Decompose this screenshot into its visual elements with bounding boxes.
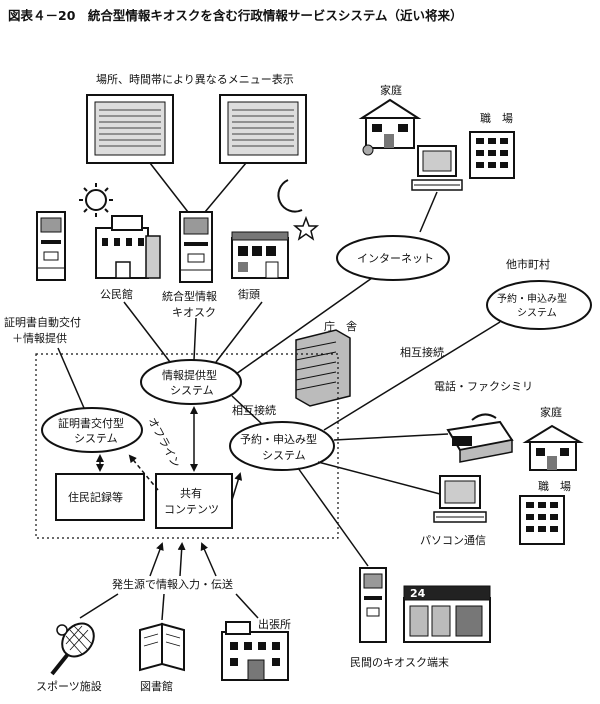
- resident-records-box: [55, 473, 145, 521]
- home-top-label: 家庭: [380, 83, 402, 97]
- figure-title: 図表４－20 統合型情報キオスクを含む行政情報サービスシステム（近い将来）: [8, 8, 463, 23]
- offline-label-group: オフライン: [145, 415, 182, 470]
- integrated-kiosk-label-1: 統合型情報: [162, 289, 217, 303]
- street-shop-icon: [231, 231, 289, 279]
- menu-screen-right-icon: [219, 94, 307, 164]
- work-right-label: 職 場: [538, 480, 571, 493]
- branch-label: 出張所: [258, 617, 291, 631]
- remote-reservation-node: [486, 280, 592, 330]
- home-right-label: 家庭: [540, 405, 562, 419]
- cert-system-label-1: 証明書交付型: [58, 416, 124, 430]
- menu-display-label: 場所、時間帯により異なるメニュー表示: [96, 72, 294, 86]
- certificate-kiosk-icon: [36, 211, 66, 281]
- pc-right-icon: [433, 475, 487, 523]
- certificate-label-2: ＋情報提供: [12, 331, 67, 345]
- sun-icon: [79, 183, 113, 217]
- pc-top-icon: [411, 145, 463, 191]
- book-icon: [139, 622, 185, 672]
- house-right-icon: [522, 424, 584, 471]
- reservation-system-label-1: 予約・申込み型: [240, 432, 317, 446]
- cert-system-node: [41, 407, 143, 453]
- remote-reservation-label-1: 予約・申込み型: [497, 292, 567, 305]
- work-top-label: 職 場: [480, 112, 513, 125]
- pc-comm-label: パソコン通信: [420, 534, 486, 547]
- office-right-icon: [519, 495, 565, 545]
- integrated-kiosk-label-2: キオスク: [172, 306, 216, 319]
- city-hall-boundary: [35, 353, 339, 539]
- moon-icon: [277, 179, 303, 213]
- remote-reservation-label-2: システム: [517, 307, 557, 319]
- reservation-system-node: [229, 421, 335, 471]
- city-hall-building-icon: [295, 329, 351, 407]
- mutual-connection-mid-label: 相互接続: [232, 403, 276, 417]
- menu-screen-left-icon: [86, 94, 174, 164]
- internet-node: [336, 235, 450, 281]
- community-center-icon: [95, 215, 161, 279]
- mutual-connection-top-label: 相互接続: [400, 345, 444, 359]
- private-kiosk-icon: [359, 567, 387, 643]
- info-system-label-2: システム: [170, 384, 214, 397]
- offline-label: オフライン: [145, 415, 182, 470]
- private-kiosk-label: 民間のキオスク端末: [350, 655, 449, 669]
- reservation-system-label-2: システム: [262, 449, 306, 462]
- shared-contents-box: [155, 473, 233, 529]
- info-system-node: [140, 359, 242, 405]
- resident-records-label: 住民記録等: [68, 490, 123, 504]
- shared-contents-label-2: コンテンツ: [164, 503, 219, 516]
- internet-label: インターネット: [357, 252, 434, 265]
- tennis-racket-icon: [50, 622, 95, 676]
- sports-label: スポーツ施設: [36, 679, 102, 693]
- convenience-store-icon: [403, 585, 491, 643]
- community-center-label: 公民館: [100, 287, 133, 301]
- source-input-label: 発生源で情報入力・伝送: [112, 577, 233, 591]
- integrated-kiosk-icon: [179, 211, 213, 283]
- shared-contents-label-1: 共有: [180, 486, 202, 500]
- other-city-label: 他市町村: [506, 257, 550, 271]
- street-label: 街頭: [238, 287, 260, 301]
- certificate-label-1: 証明書自動交付: [4, 315, 81, 329]
- city-hall-label: 庁 舎: [324, 319, 357, 333]
- fax-machine-icon: [446, 413, 514, 463]
- store-sign-label: 24: [410, 587, 426, 600]
- info-system-label-1: 情報提供型: [162, 368, 217, 382]
- office-top-icon: [469, 131, 515, 179]
- library-label: 図書館: [140, 679, 173, 693]
- branch-office-icon: [221, 621, 289, 681]
- tel-fax-label: 電話・ファクシミリ: [434, 379, 533, 393]
- star-icon: [292, 215, 320, 241]
- house-top-icon: [358, 98, 422, 156]
- cert-system-label-2: システム: [74, 432, 118, 445]
